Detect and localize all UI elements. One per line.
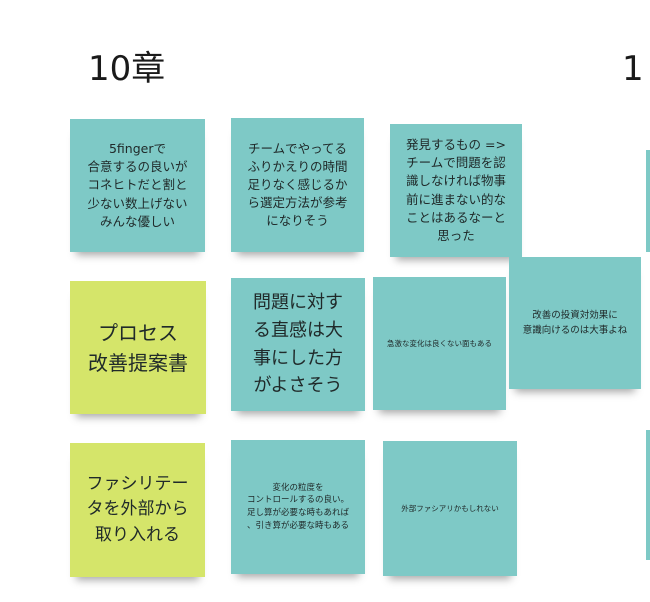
sticky-note-5finger[interactable]: 5fingerで 合意するの良いが コネヒトだと割と 少ない数上げない みんな優… — [70, 119, 205, 252]
sticky-note-sudden-change[interactable]: 急激な変化は良くない面もある — [373, 277, 506, 410]
sticky-note-text: チームでやってる ふりかえりの時間 足りなく感じるか ら選定方法が参考 になりそ… — [247, 140, 348, 229]
sticky-note-discovery[interactable]: 発見するもの => チームで問題を認 識しなければ物事 前に進まない的な ことは… — [390, 124, 522, 257]
section-title-chapter-11: 1 — [622, 49, 644, 89]
sticky-note-text: 5fingerで 合意するの良いが コネヒトだと割と 少ない数上げない みんな優… — [87, 141, 188, 229]
sticky-note-text: 外部ファシアリかもしれない — [401, 503, 499, 513]
sticky-note-retro-time[interactable]: チームでやってる ふりかえりの時間 足りなく感じるか ら選定方法が参考 になりそ… — [231, 118, 364, 252]
sticky-note-text: 急激な変化は良くない面もある — [387, 338, 492, 348]
sticky-note-text: 問題に対す る直感は大 事にした方 がよさそう — [253, 291, 343, 397]
sticky-note-offscreen-edge[interactable] — [646, 150, 650, 252]
sticky-note-text: 変化の粒度を コントロールするの良い。 足し算が必要な時もあれば 、引き算が必要… — [246, 482, 349, 531]
section-title-chapter-10: 10章 — [88, 49, 166, 89]
sticky-note-external-facilitator-maybe[interactable]: 外部ファシアリかもしれない — [383, 441, 517, 576]
sticky-note-process-proposal[interactable]: プロセス 改善提案書 — [70, 281, 206, 414]
sticky-note-external-facilitator[interactable]: ファシリテー タを外部から 取り入れる — [70, 443, 205, 577]
sticky-note-change-granularity[interactable]: 変化の粒度を コントロールするの良い。 足し算が必要な時もあれば 、引き算が必要… — [231, 440, 365, 574]
sticky-note-offscreen-edge[interactable] — [646, 430, 650, 560]
sticky-note-text: 発見するもの => チームで問題を認 識しなければ物事 前に進まない的な ことは… — [405, 137, 506, 243]
sticky-note-intuition[interactable]: 問題に対す る直感は大 事にした方 がよさそう — [231, 278, 365, 411]
sticky-note-roi[interactable]: 改善の投資対効果に 意識向けるのは大事よね — [509, 257, 641, 389]
sticky-note-text: ファシリテー タを外部から 取り入れる — [86, 473, 189, 545]
sticky-note-text: プロセス 改善提案書 — [88, 320, 188, 375]
sticky-note-text: 改善の投資対効果に 意識向けるのは大事よね — [522, 309, 628, 336]
